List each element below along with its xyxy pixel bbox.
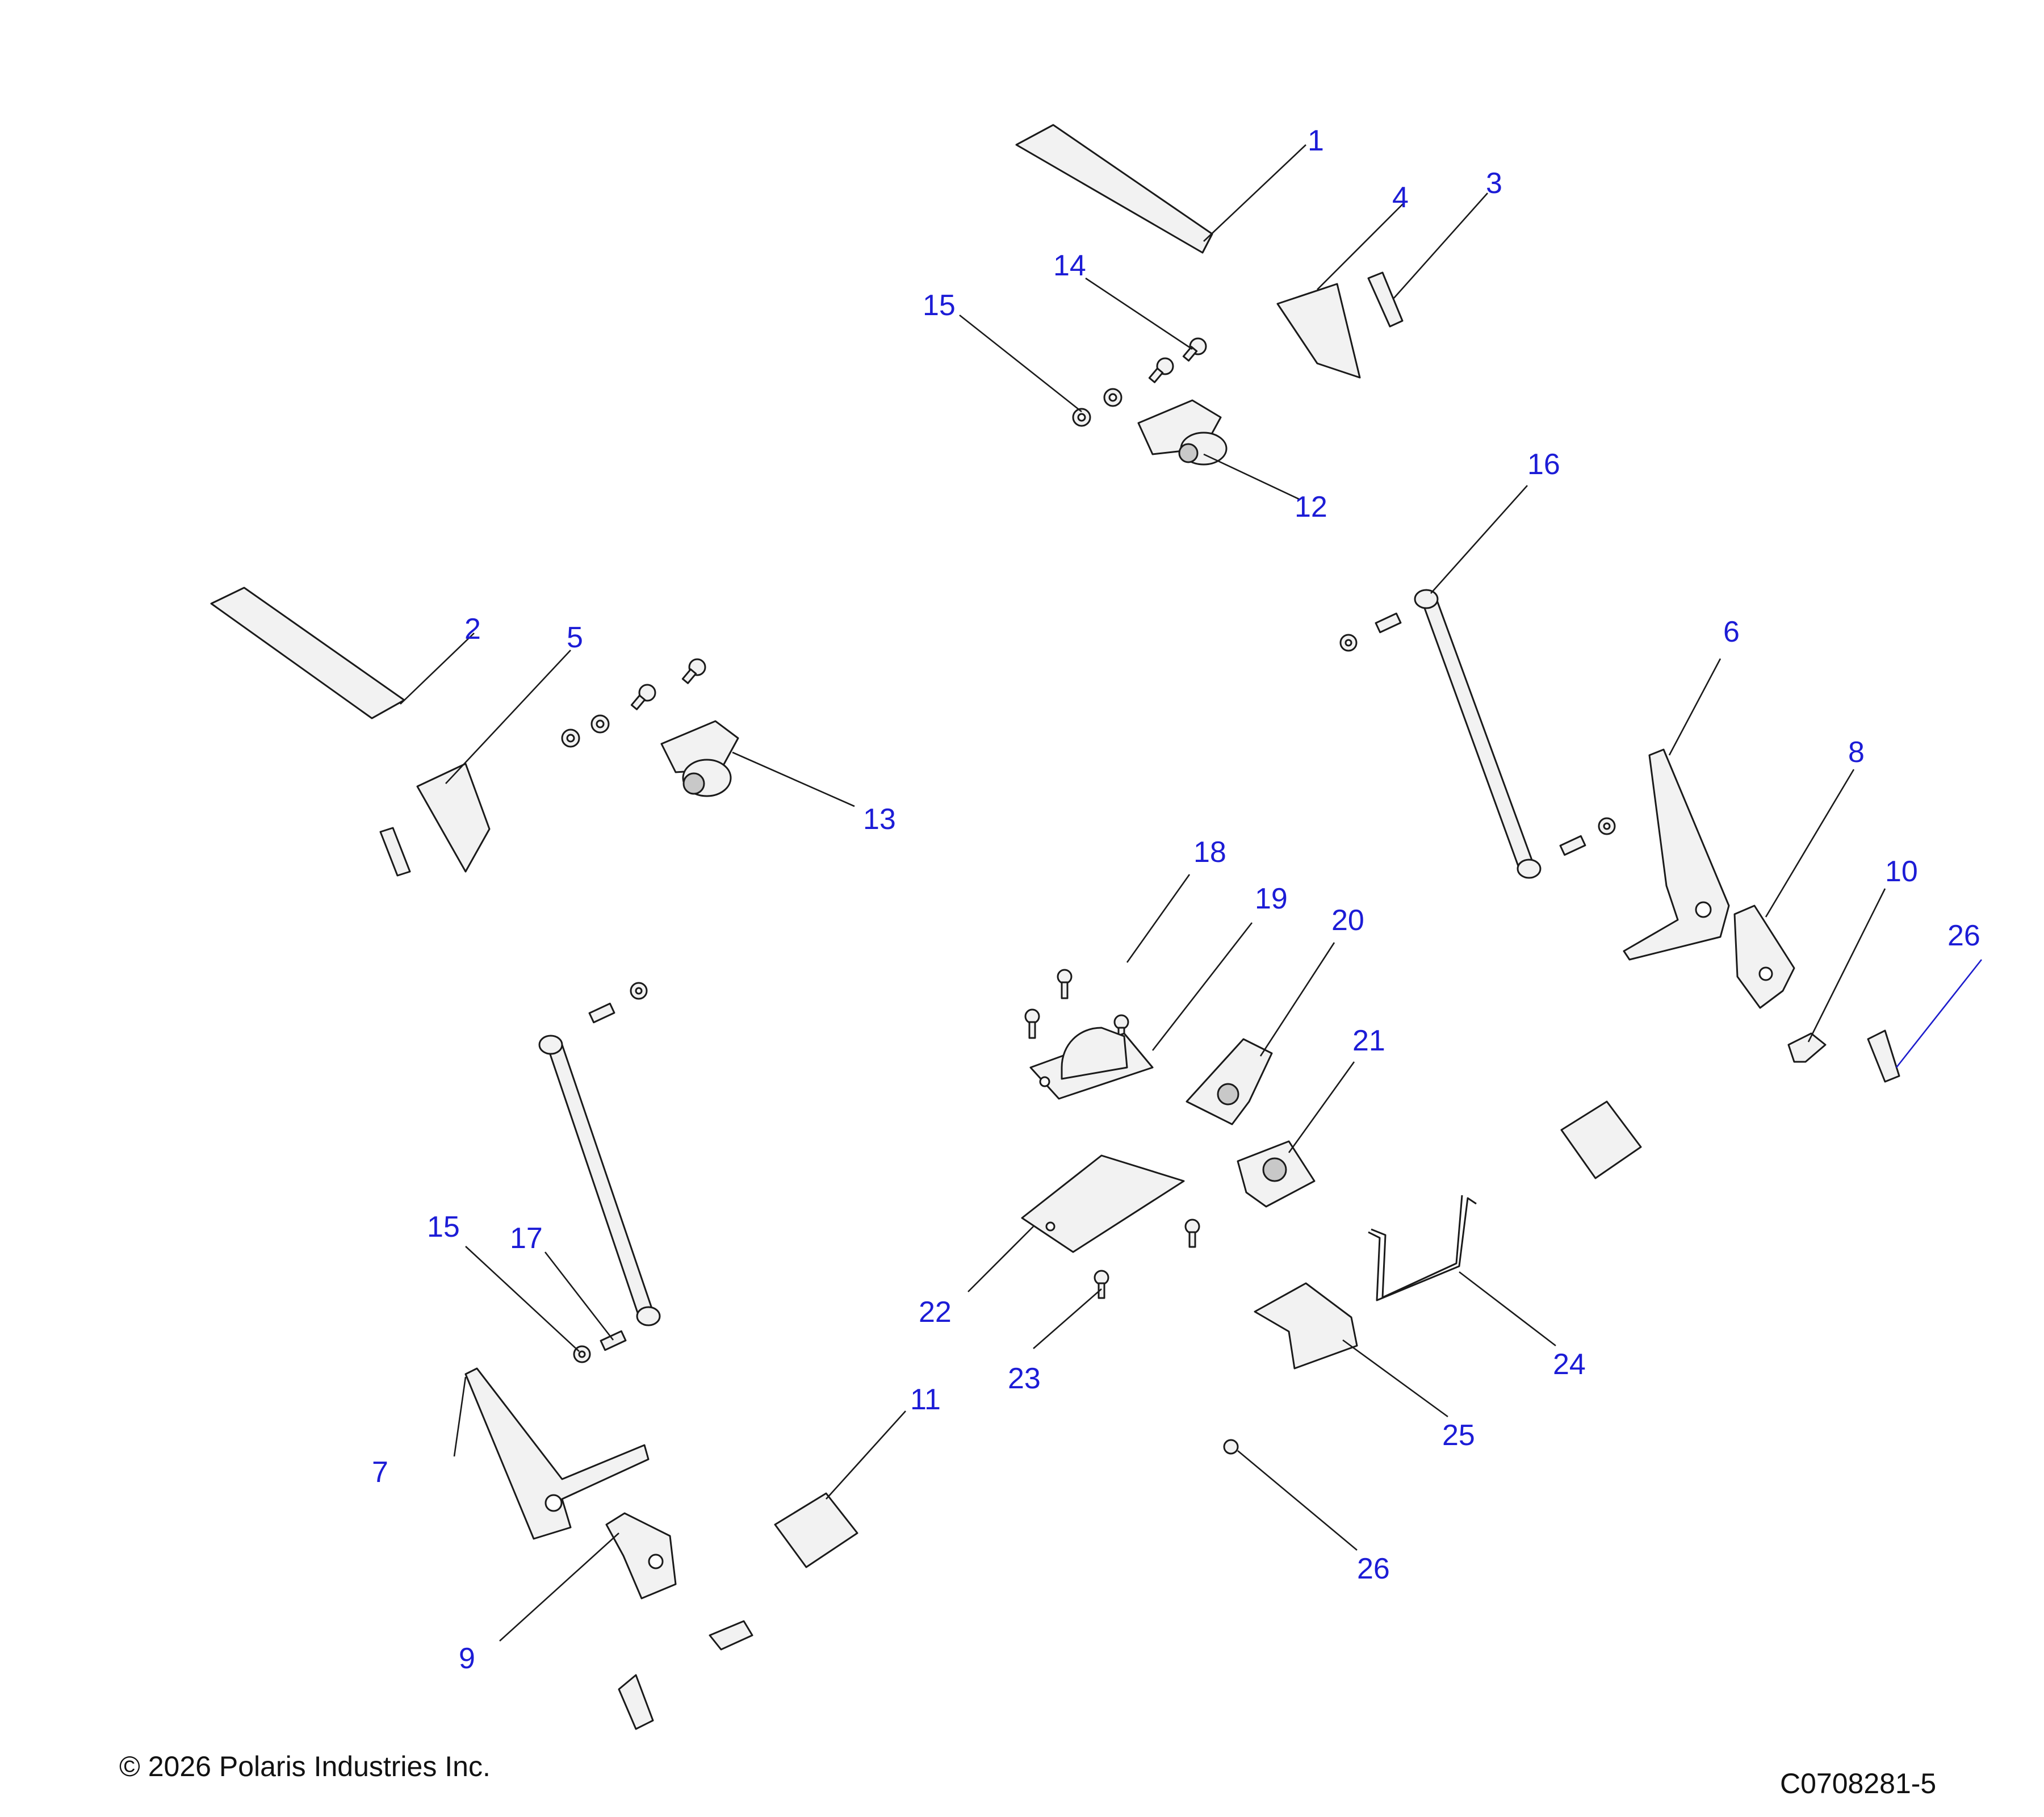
callout-10: 10 (1885, 855, 1918, 888)
pad-right (1560, 1100, 1642, 1179)
callout-15-top: 15 (923, 289, 956, 322)
callout-26-right: 26 (1947, 919, 1980, 952)
callout-1: 1 (1308, 124, 1324, 157)
callout-8: 8 (1848, 736, 1865, 769)
callout-9: 9 (459, 1642, 475, 1675)
part-8-plate (1733, 905, 1795, 1009)
clip-bottom (709, 1620, 753, 1651)
part-16-hardware (1339, 612, 1616, 856)
leader-lines (400, 144, 1983, 1642)
callout-14: 14 (1053, 249, 1086, 282)
callout-6: 6 (1723, 616, 1740, 648)
part-15-nuts-left (561, 714, 610, 748)
callout-labels: 1 2 3 4 5 6 7 8 9 10 11 12 13 14 15 15 1… (372, 124, 1980, 1675)
callout-26-bottom: 26 (1357, 1552, 1390, 1585)
part-1-strip (1015, 124, 1213, 254)
part-3-pad-left (379, 827, 411, 877)
part-26-clip-right (1867, 1029, 1900, 1083)
callout-19: 19 (1255, 882, 1288, 915)
clip-bottom-2 (618, 1674, 654, 1730)
part-5-panel (416, 763, 491, 873)
part-11-pad (774, 1492, 858, 1568)
part-14-screws (1148, 337, 1207, 383)
callout-3: 3 (1486, 167, 1502, 200)
callout-20: 20 (1331, 904, 1364, 937)
part-26-nut (1223, 1439, 1239, 1455)
part-23-screws (1094, 1219, 1200, 1299)
callout-7: 7 (372, 1456, 388, 1489)
callout-4: 4 (1392, 181, 1409, 214)
part-14-screws-left (630, 658, 706, 710)
callout-21: 21 (1352, 1024, 1385, 1057)
part-10-clip (1787, 1032, 1827, 1063)
part-12-hinge (1137, 399, 1228, 466)
callout-17: 17 (510, 1222, 543, 1255)
part-3-pad (1367, 271, 1404, 328)
callout-25: 25 (1442, 1419, 1475, 1452)
part-2-strip (210, 587, 405, 719)
part-18-screws (1024, 969, 1129, 1045)
gas-strut-left (538, 1035, 661, 1326)
part-4-panel (1276, 283, 1361, 379)
drawing-number: C0708281-5 (1780, 1768, 1937, 1799)
part-22-bracket (1021, 1154, 1185, 1253)
callout-16: 16 (1527, 448, 1560, 481)
part-7-bracket (464, 1367, 650, 1540)
part-25-pad (1254, 1282, 1358, 1370)
part-19-bracket (1029, 1027, 1154, 1100)
part-9-plate (605, 1512, 677, 1600)
callout-2: 2 (464, 613, 481, 646)
callout-5: 5 (567, 621, 583, 654)
callout-23: 23 (1008, 1362, 1041, 1395)
copyright-text: © 2026 Polaris Industries Inc. (119, 1751, 491, 1782)
part-24-u-bracket (1368, 1195, 1477, 1301)
callout-13: 13 (863, 803, 896, 836)
callout-12: 12 (1295, 491, 1327, 524)
part-15-nuts-top (1072, 388, 1122, 427)
part-16-gas-strut (1414, 589, 1542, 879)
part-21-latch (1237, 1140, 1316, 1208)
part-13-hinge (660, 720, 739, 797)
callout-24: 24 (1553, 1348, 1586, 1381)
callout-11: 11 (910, 1383, 941, 1416)
callout-22: 22 (919, 1296, 952, 1329)
part-6-bracket (1623, 748, 1730, 961)
part-20-handle (1186, 1038, 1273, 1125)
callout-18: 18 (1193, 836, 1226, 869)
callout-15-left: 15 (427, 1211, 460, 1244)
